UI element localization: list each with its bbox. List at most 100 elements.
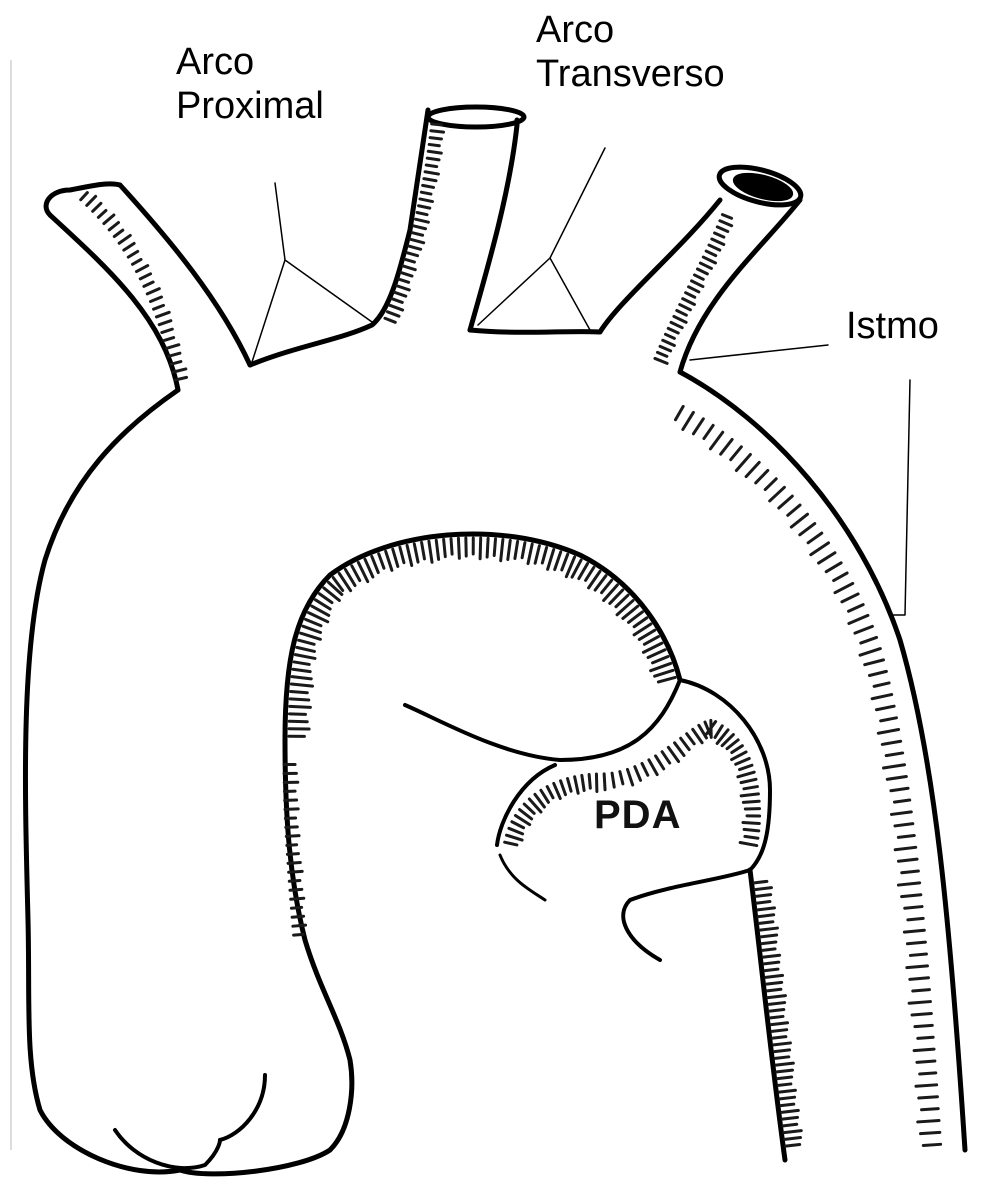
descending-inner-hatch [766, 975, 783, 977]
arch-inner-hatch [422, 542, 425, 558]
ascending-inner-hatch [285, 809, 298, 810]
descending-aorta-inner [750, 870, 785, 1160]
carotid-hatch [414, 226, 426, 229]
descending-hatch [704, 425, 713, 438]
pda-hatch [642, 763, 648, 775]
descending-inner-hatch [783, 1124, 797, 1126]
descending-inner-hatch [755, 888, 771, 890]
subclavian-hatch [683, 299, 695, 305]
pda-hatch [699, 725, 707, 738]
label-arco-proximal-line2: Proximal [176, 84, 324, 128]
subclavian-hatch [660, 346, 671, 351]
carotid-hatch [405, 259, 414, 262]
subclavian-hatch [703, 257, 715, 263]
inner-curve-to-pda [405, 680, 680, 760]
subclavian-hatch [680, 305, 691, 310]
carotid-hatch [403, 266, 415, 270]
arch-inner-hatch [515, 541, 518, 558]
pda-hatch [740, 843, 757, 846]
label-arco-proximal-line1: Arco [176, 40, 324, 84]
pda-hatch [693, 729, 702, 742]
pda-hatch [732, 752, 746, 760]
descending-hatch [835, 583, 853, 592]
descending-hatch [849, 605, 864, 612]
subclavian-hatch [715, 233, 724, 237]
descending-hatch [770, 487, 785, 501]
arch-inner-hatch [400, 547, 404, 563]
pda-hatch [687, 734, 695, 744]
arch-inner-hatch [444, 539, 446, 556]
descending-hatch [904, 930, 924, 932]
pda-hatch [547, 787, 553, 798]
carotid-hatch [399, 279, 409, 282]
subclavian-hatch [697, 269, 707, 274]
arch-inner-hatch [319, 594, 332, 603]
pda-hatch [668, 747, 678, 761]
descending-hatch [898, 835, 914, 837]
arch-inner-hatch [379, 554, 384, 568]
descending-hatch [922, 1109, 939, 1110]
arch-inner-hatch [290, 706, 311, 707]
pda-hatch [715, 726, 722, 738]
pda-hatch [509, 828, 523, 834]
brachiocephalic-hatch [169, 353, 180, 356]
carotid-hatch [395, 292, 406, 296]
arch-inner-hatch [528, 544, 532, 564]
carotid-hatch [427, 158, 439, 160]
arch-inner-hatch [303, 626, 321, 632]
pda-hatch [512, 822, 524, 828]
label-arco-transverso: Arco Transverso [536, 8, 725, 96]
descending-inner-hatch [757, 902, 770, 904]
descending-hatch [886, 753, 902, 756]
pda-hatch [656, 756, 664, 769]
arch-inner-hatch [299, 640, 315, 644]
brachiocephalic-hatch [124, 243, 134, 250]
label-arco-transverso-line2: Transverso [536, 52, 725, 96]
leader-istmo-top [690, 345, 828, 360]
descending-hatch [779, 496, 793, 508]
descending-inner-hatch [780, 1097, 795, 1099]
pda-hatch [604, 774, 605, 790]
arch-inner-hatch [548, 550, 554, 570]
pda-hatch [620, 772, 623, 784]
descending-inner-hatch [786, 1144, 800, 1146]
pda-hatch [568, 779, 572, 792]
subclavian-hatch [700, 263, 711, 268]
aortic-root-cusp-2 [220, 1075, 265, 1140]
descending-hatch [842, 594, 858, 602]
pda-hatch [741, 794, 758, 796]
descending-hatch [895, 847, 916, 849]
descending-hatch [913, 990, 930, 991]
descending-hatch [918, 1037, 933, 1038]
arch-inner-hatch [653, 657, 668, 663]
descending-hatch [855, 626, 872, 633]
descending-hatch [874, 683, 889, 686]
descending-inner-hatch [774, 1050, 789, 1052]
descending-hatch [907, 942, 925, 944]
carotid-hatch [421, 192, 431, 194]
descending-hatch [693, 419, 703, 434]
pda-hatch [743, 801, 759, 802]
arch-inner-hatch [658, 677, 675, 682]
label-istmo: Istmo [846, 304, 939, 348]
descending-hatch [908, 918, 923, 919]
pda-bulge [680, 680, 770, 870]
carotid-hatch [419, 206, 430, 208]
pda-hatch [612, 773, 614, 787]
pda-hatch [582, 775, 584, 790]
descending-hatch [905, 907, 922, 909]
leader-lines [252, 148, 910, 615]
leader-arco-proximal [252, 183, 372, 362]
arch-inner-hatch [555, 552, 561, 570]
descending-hatch [923, 1144, 940, 1145]
descending-hatch [811, 543, 829, 555]
pda-hatch [561, 781, 566, 795]
brachiocephalic-hatch [162, 329, 173, 332]
arch-inner-hatch [365, 559, 373, 577]
carotid-hatch [432, 124, 442, 125]
subclavian-hatch [671, 322, 682, 327]
descending-hatch [756, 470, 768, 482]
carotid-hatch [430, 138, 441, 139]
descending-hatch [902, 871, 919, 873]
descending-inner-hatch [760, 928, 777, 930]
